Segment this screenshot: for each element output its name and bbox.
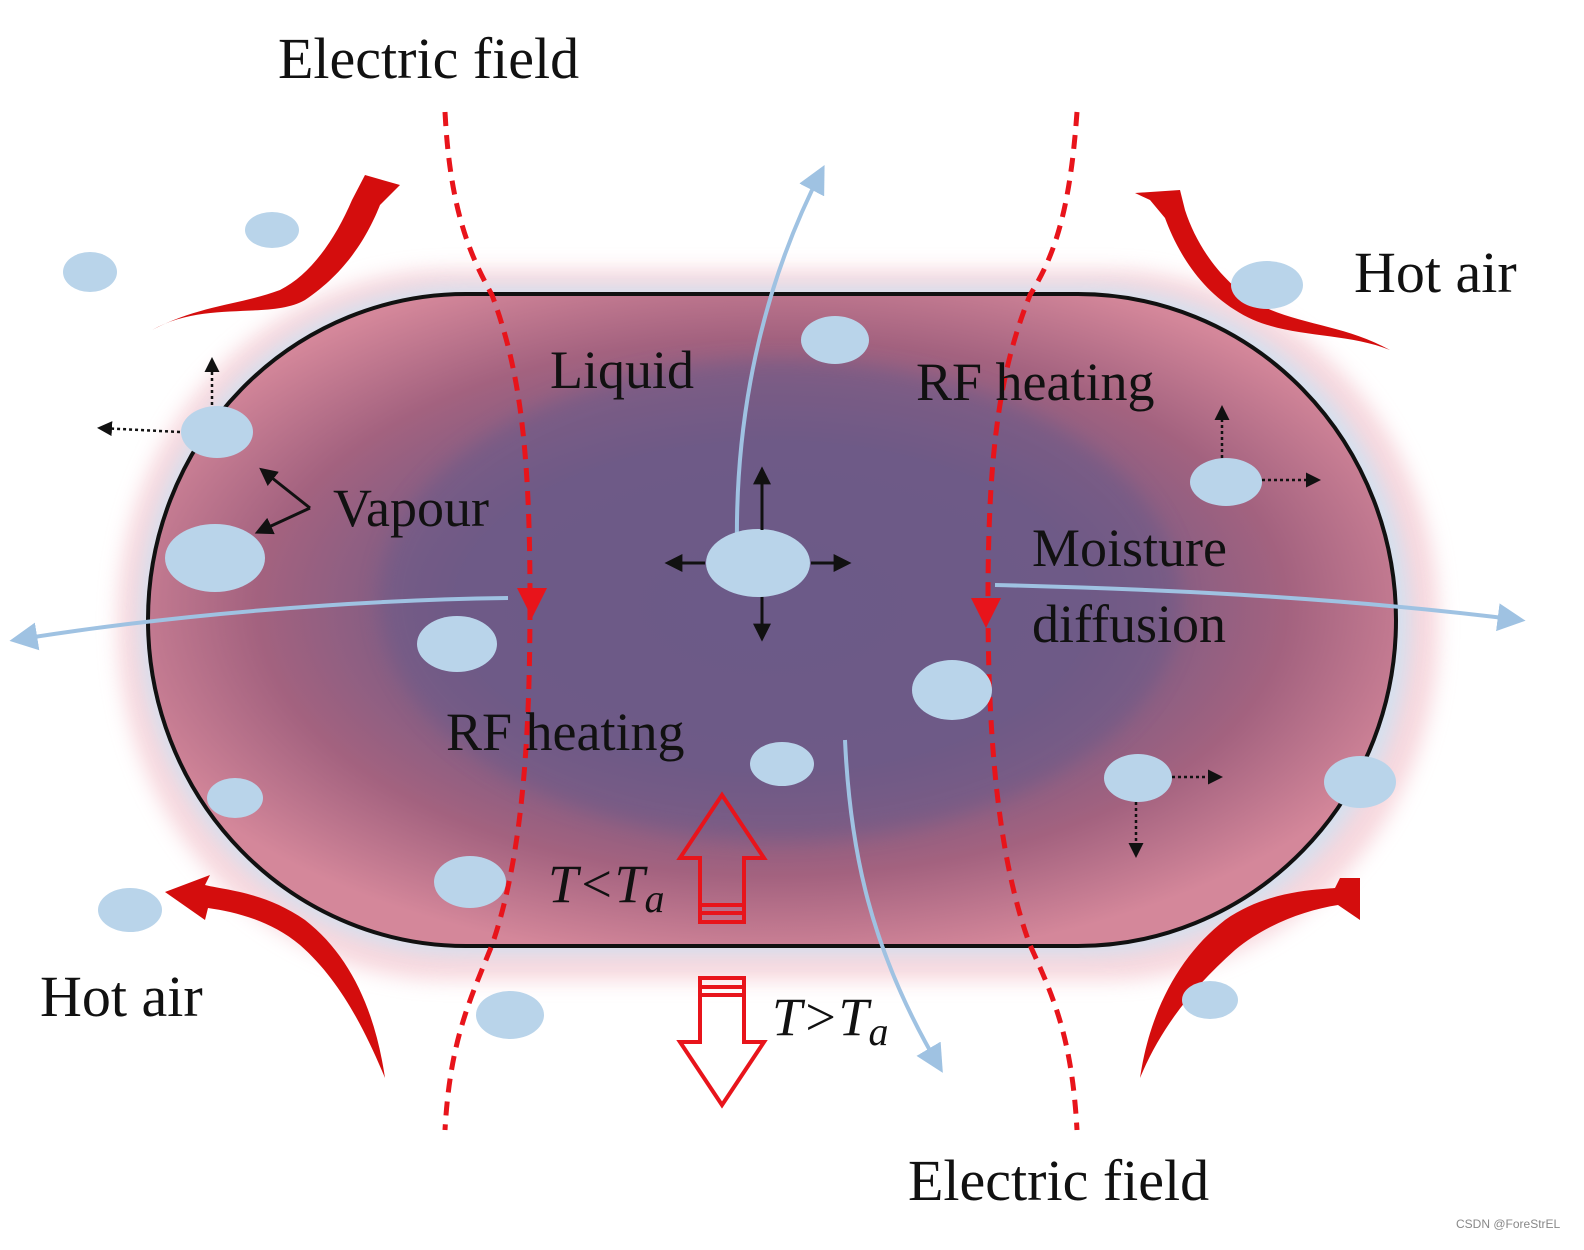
hot-air-arrow-top-right (1135, 190, 1390, 350)
watermark: CSDN @ForeStrEL (1456, 1217, 1561, 1231)
electric-field-label-bottom: Electric field (908, 1148, 1209, 1213)
t-greater-than-ta-label: T>Ta (772, 987, 889, 1054)
bubble (63, 252, 117, 292)
bubble (750, 742, 814, 786)
expansion-arrows-right (1214, 405, 1321, 488)
vapour-bubbles (63, 212, 1396, 1039)
vapour-pointer (254, 467, 311, 535)
diffusion-label: diffusion (1032, 594, 1226, 654)
expansion-arrows-lowright (1128, 769, 1223, 858)
moisture-label: Moisture (1032, 518, 1227, 578)
electric-field-line-right (985, 111, 1080, 1131)
t-less-than-ta-label: T<Ta (548, 854, 665, 921)
expansion-arrows-topleft (97, 357, 220, 437)
hot-air-arrow-bottom-left (165, 875, 385, 1078)
bubble (434, 856, 506, 908)
bubble (912, 660, 992, 720)
moisture-arrow-up (734, 165, 825, 549)
expansion-arrows-center (664, 466, 852, 642)
bubble (1231, 261, 1303, 309)
hot-air-arrow-bottom-right (1140, 878, 1360, 1078)
bubble (1324, 756, 1396, 808)
rf-heating-label-lower: RF heating (446, 702, 685, 762)
moisture-arrow-down (843, 739, 943, 1073)
bubble (165, 524, 265, 592)
body-core (380, 360, 1180, 840)
bubble (1190, 458, 1262, 506)
electric-field-line-left (442, 111, 533, 1131)
moisture-arrow-left (9, 596, 509, 651)
bubble (417, 616, 497, 672)
vapour-label: Vapour (333, 478, 489, 538)
temperature-arrow-down-icon (676, 976, 768, 1109)
bubble (98, 888, 162, 932)
bubble (706, 529, 810, 597)
moisture-arrow-right (994, 583, 1526, 632)
bubble (207, 778, 263, 818)
bubble (245, 212, 299, 248)
liquid-label: Liquid (550, 340, 694, 400)
bubble (1182, 981, 1238, 1019)
bubble (801, 316, 869, 364)
rf-heating-label-upper: RF heating (916, 352, 1155, 412)
hot-air-label-right: Hot air (1354, 240, 1517, 305)
bubble (181, 406, 253, 458)
hot-air-label-left: Hot air (40, 964, 203, 1029)
bubble (476, 991, 544, 1039)
hot-air-arrow-top-left (152, 175, 400, 330)
temperature-arrow-up-icon (676, 791, 768, 924)
bubble (1104, 754, 1172, 802)
electric-field-label-top: Electric field (278, 26, 579, 91)
